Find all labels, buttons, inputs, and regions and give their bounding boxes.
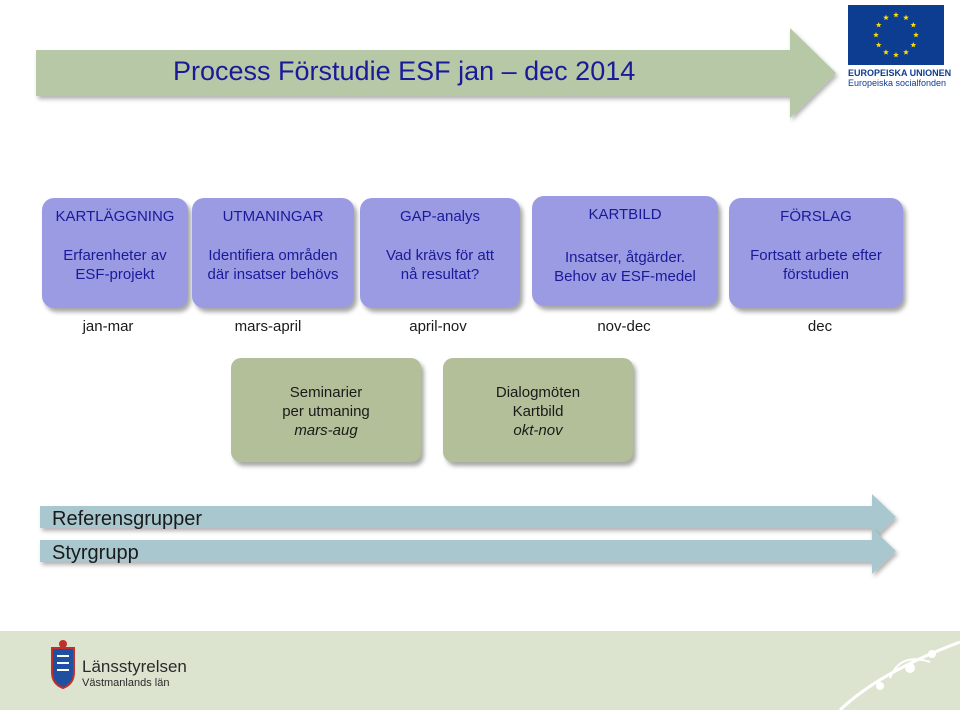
activity-box-dialogmoten: Dialogmöten Kartbild okt-nov: [443, 358, 633, 462]
phase-box-kartlaggning: KARTLÄGGNING Erfarenheter av ESF-projekt: [42, 198, 188, 308]
phase-title: KARTLÄGGNING: [55, 208, 175, 225]
activity-line: per utmaning: [282, 403, 370, 420]
phase-desc-line: ESF-projekt: [75, 266, 155, 283]
eu-star-icon: [875, 42, 882, 48]
phase-description: Erfarenheter av ESF-projekt: [46, 246, 184, 284]
period-label: april-nov: [409, 318, 467, 335]
phase-desc-line: där insatser behövs: [207, 266, 339, 283]
eu-star-icon: [873, 32, 879, 38]
track-label-referensgrupper: Referensgrupper: [52, 508, 203, 530]
phase-desc-line: förstudien: [783, 266, 849, 283]
phase-description: Identifiera områden där insatser behövs: [196, 246, 350, 284]
track-label-styrgrupp: Styrgrupp: [52, 542, 139, 564]
phase-title: KARTBILD: [588, 206, 662, 223]
track-arrow-styrgrupp: [40, 528, 896, 574]
activity-period: okt-nov: [513, 422, 563, 439]
eu-star-icon: [913, 32, 919, 38]
eu-star-icon: [903, 14, 909, 21]
eu-star-icon: [875, 22, 882, 28]
phase-description: Vad krävs för att nå resultat?: [364, 246, 516, 284]
title-arrow: [36, 28, 836, 118]
footer-band: [0, 631, 960, 710]
phase-desc-line: Erfarenheter av: [63, 247, 167, 264]
eu-star-icon: [893, 12, 899, 18]
period-label: dec: [807, 318, 833, 335]
eu-star-icon: [883, 14, 889, 21]
phase-desc-line: nå resultat?: [400, 266, 480, 283]
eu-star-icon: [883, 49, 889, 55]
phase-box-gap-analys: GAP-analys Vad krävs för att nå resultat…: [360, 198, 520, 308]
org-county: Västmanlands län: [82, 677, 170, 689]
phase-box-kartbild: KARTBILD Insatser, åtgärder. Behov av ES…: [532, 196, 718, 306]
eu-star-icon: [910, 42, 917, 48]
phase-desc-line: Identifiera områden: [208, 247, 338, 264]
org-name: Länsstyrelsen: [82, 657, 187, 676]
branch-decoration-icon: [838, 640, 960, 710]
eu-flag-icon: [848, 5, 944, 65]
phase-title: UTMANINGAR: [222, 208, 324, 225]
phase-desc-line: Behov av ESF-medel: [554, 268, 696, 285]
eu-star-icon: [903, 49, 909, 55]
activity-period: mars-aug: [294, 422, 358, 439]
activity-line: Seminarier: [289, 384, 363, 401]
activity-line: Dialogmöten: [495, 384, 581, 401]
activity-box-seminarier: Seminarier per utmaning mars-aug: [231, 358, 421, 462]
phase-title: GAP-analys: [399, 208, 481, 225]
phase-box-forslag: FÖRSLAG Fortsatt arbete efter förstudien: [729, 198, 903, 308]
page-title: Process Förstudie ESF jan – dec 2014: [173, 56, 636, 86]
eu-star-icon: [910, 22, 917, 28]
eu-logo-line2: Europeiska socialfonden: [848, 78, 947, 88]
track-arrow-referensgrupper: [40, 494, 896, 540]
eu-star-icon: [893, 52, 899, 58]
phase-desc-line: Insatser, åtgärder.: [564, 249, 686, 266]
track-arrows: [40, 494, 896, 574]
phase-description: Insatser, åtgärder. Behov av ESF-medel: [536, 248, 714, 286]
phase-description: Fortsatt arbete efter förstudien: [733, 246, 899, 284]
phase-desc-line: Vad krävs för att: [385, 247, 495, 264]
period-label: nov-dec: [597, 318, 651, 335]
phase-title: FÖRSLAG: [780, 208, 852, 225]
eu-logo-line1: EUROPEISKA UNIONEN: [848, 68, 952, 78]
phase-box-utmaningar: UTMANINGAR Identifiera områden där insat…: [192, 198, 354, 308]
activity-line: Kartbild: [512, 403, 564, 420]
coat-of-arms-icon: [51, 640, 75, 690]
period-label: jan-mar: [82, 318, 134, 335]
phase-desc-line: Fortsatt arbete efter: [750, 247, 882, 264]
period-label: mars-april: [234, 318, 302, 335]
